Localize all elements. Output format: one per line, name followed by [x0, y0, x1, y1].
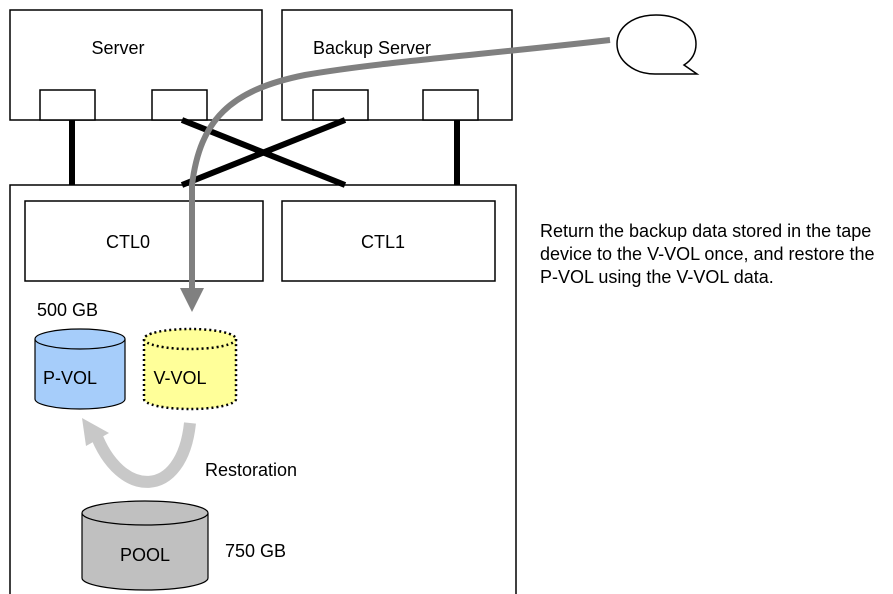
pvol-label: P-VOL: [43, 368, 97, 388]
vvol-label: V-VOL: [153, 368, 206, 388]
restore-description: Return the backup data stored in the tap…: [540, 221, 875, 287]
controller-ctl1: CTL1: [281, 200, 496, 282]
restoration-label: Restoration: [205, 460, 297, 480]
backup-server-box: Backup Server: [281, 9, 513, 121]
pool-label: POOL: [120, 545, 170, 565]
connection-lines: [69, 117, 460, 188]
ctl1-label: CTL1: [361, 232, 405, 252]
server-label: Server: [91, 38, 144, 58]
pvol-size: 500 GB: [37, 300, 98, 320]
backup-server-port-right: [422, 89, 479, 121]
backup-server-port-left: [312, 89, 369, 121]
pool-size: 750 GB: [225, 541, 286, 561]
backup-server-label: Backup Server: [313, 38, 431, 58]
storage-system-frame: [9, 184, 517, 594]
vvol-cylinder: V-VOL: [142, 327, 238, 411]
pvol-cylinder: P-VOL: [34, 328, 126, 410]
controller-ctl0: CTL0: [24, 200, 264, 282]
restoration-arrow: [82, 418, 196, 488]
server-box: Server: [9, 9, 263, 121]
pool-cylinder: POOL: [81, 500, 209, 591]
server-port-left: [39, 89, 96, 121]
ctl0-label: CTL0: [106, 232, 150, 252]
tape-device-icon: [616, 14, 700, 75]
server-port-right: [151, 89, 208, 121]
restore-path-arrow: [180, 37, 611, 312]
